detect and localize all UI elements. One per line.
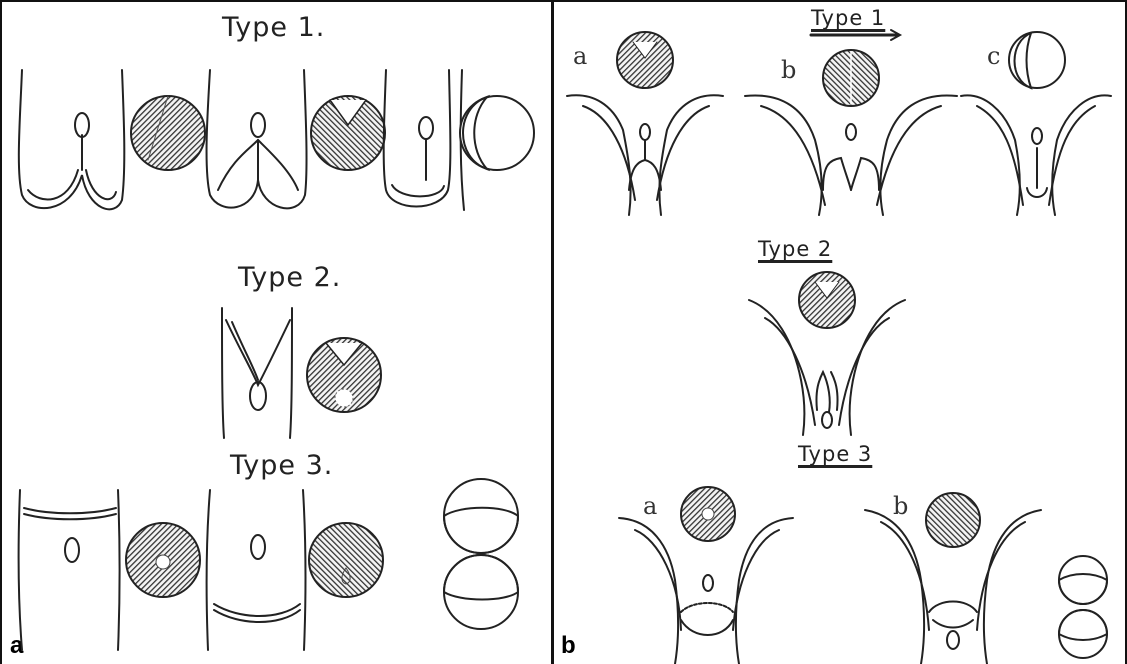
b-type3b-double-disc [1059,556,1107,658]
a-type1-disc-1 [131,96,205,170]
b-type1c-disc [1009,32,1065,88]
a-type3-disc-2 [309,523,383,597]
a-type3-double-disc [444,479,518,629]
panel-a-drawings [0,0,553,664]
b-type1c-vulva [961,95,1111,215]
panel-b: Type 1 Type 2 Type 3 b a b c a b [553,0,1127,664]
panel-a: Type 1. Type 2. Type 3. a [0,0,553,664]
b-type2-disc [799,272,855,328]
a-type2-vulva [222,308,292,438]
b-type1a-disc [617,32,673,88]
a-type1-vulva-3 [384,70,464,210]
a-type1-vulva-1 [19,70,124,209]
b-type1a-vulva [567,95,723,215]
a-type3-vulva-1 [19,490,120,650]
b-type1b-vulva [745,95,957,215]
a-type1-vulva-2 [207,70,307,208]
b-type3b-disc [926,493,980,547]
panel-b-drawings [553,0,1127,664]
a-type3-vulva-2 [207,490,306,650]
